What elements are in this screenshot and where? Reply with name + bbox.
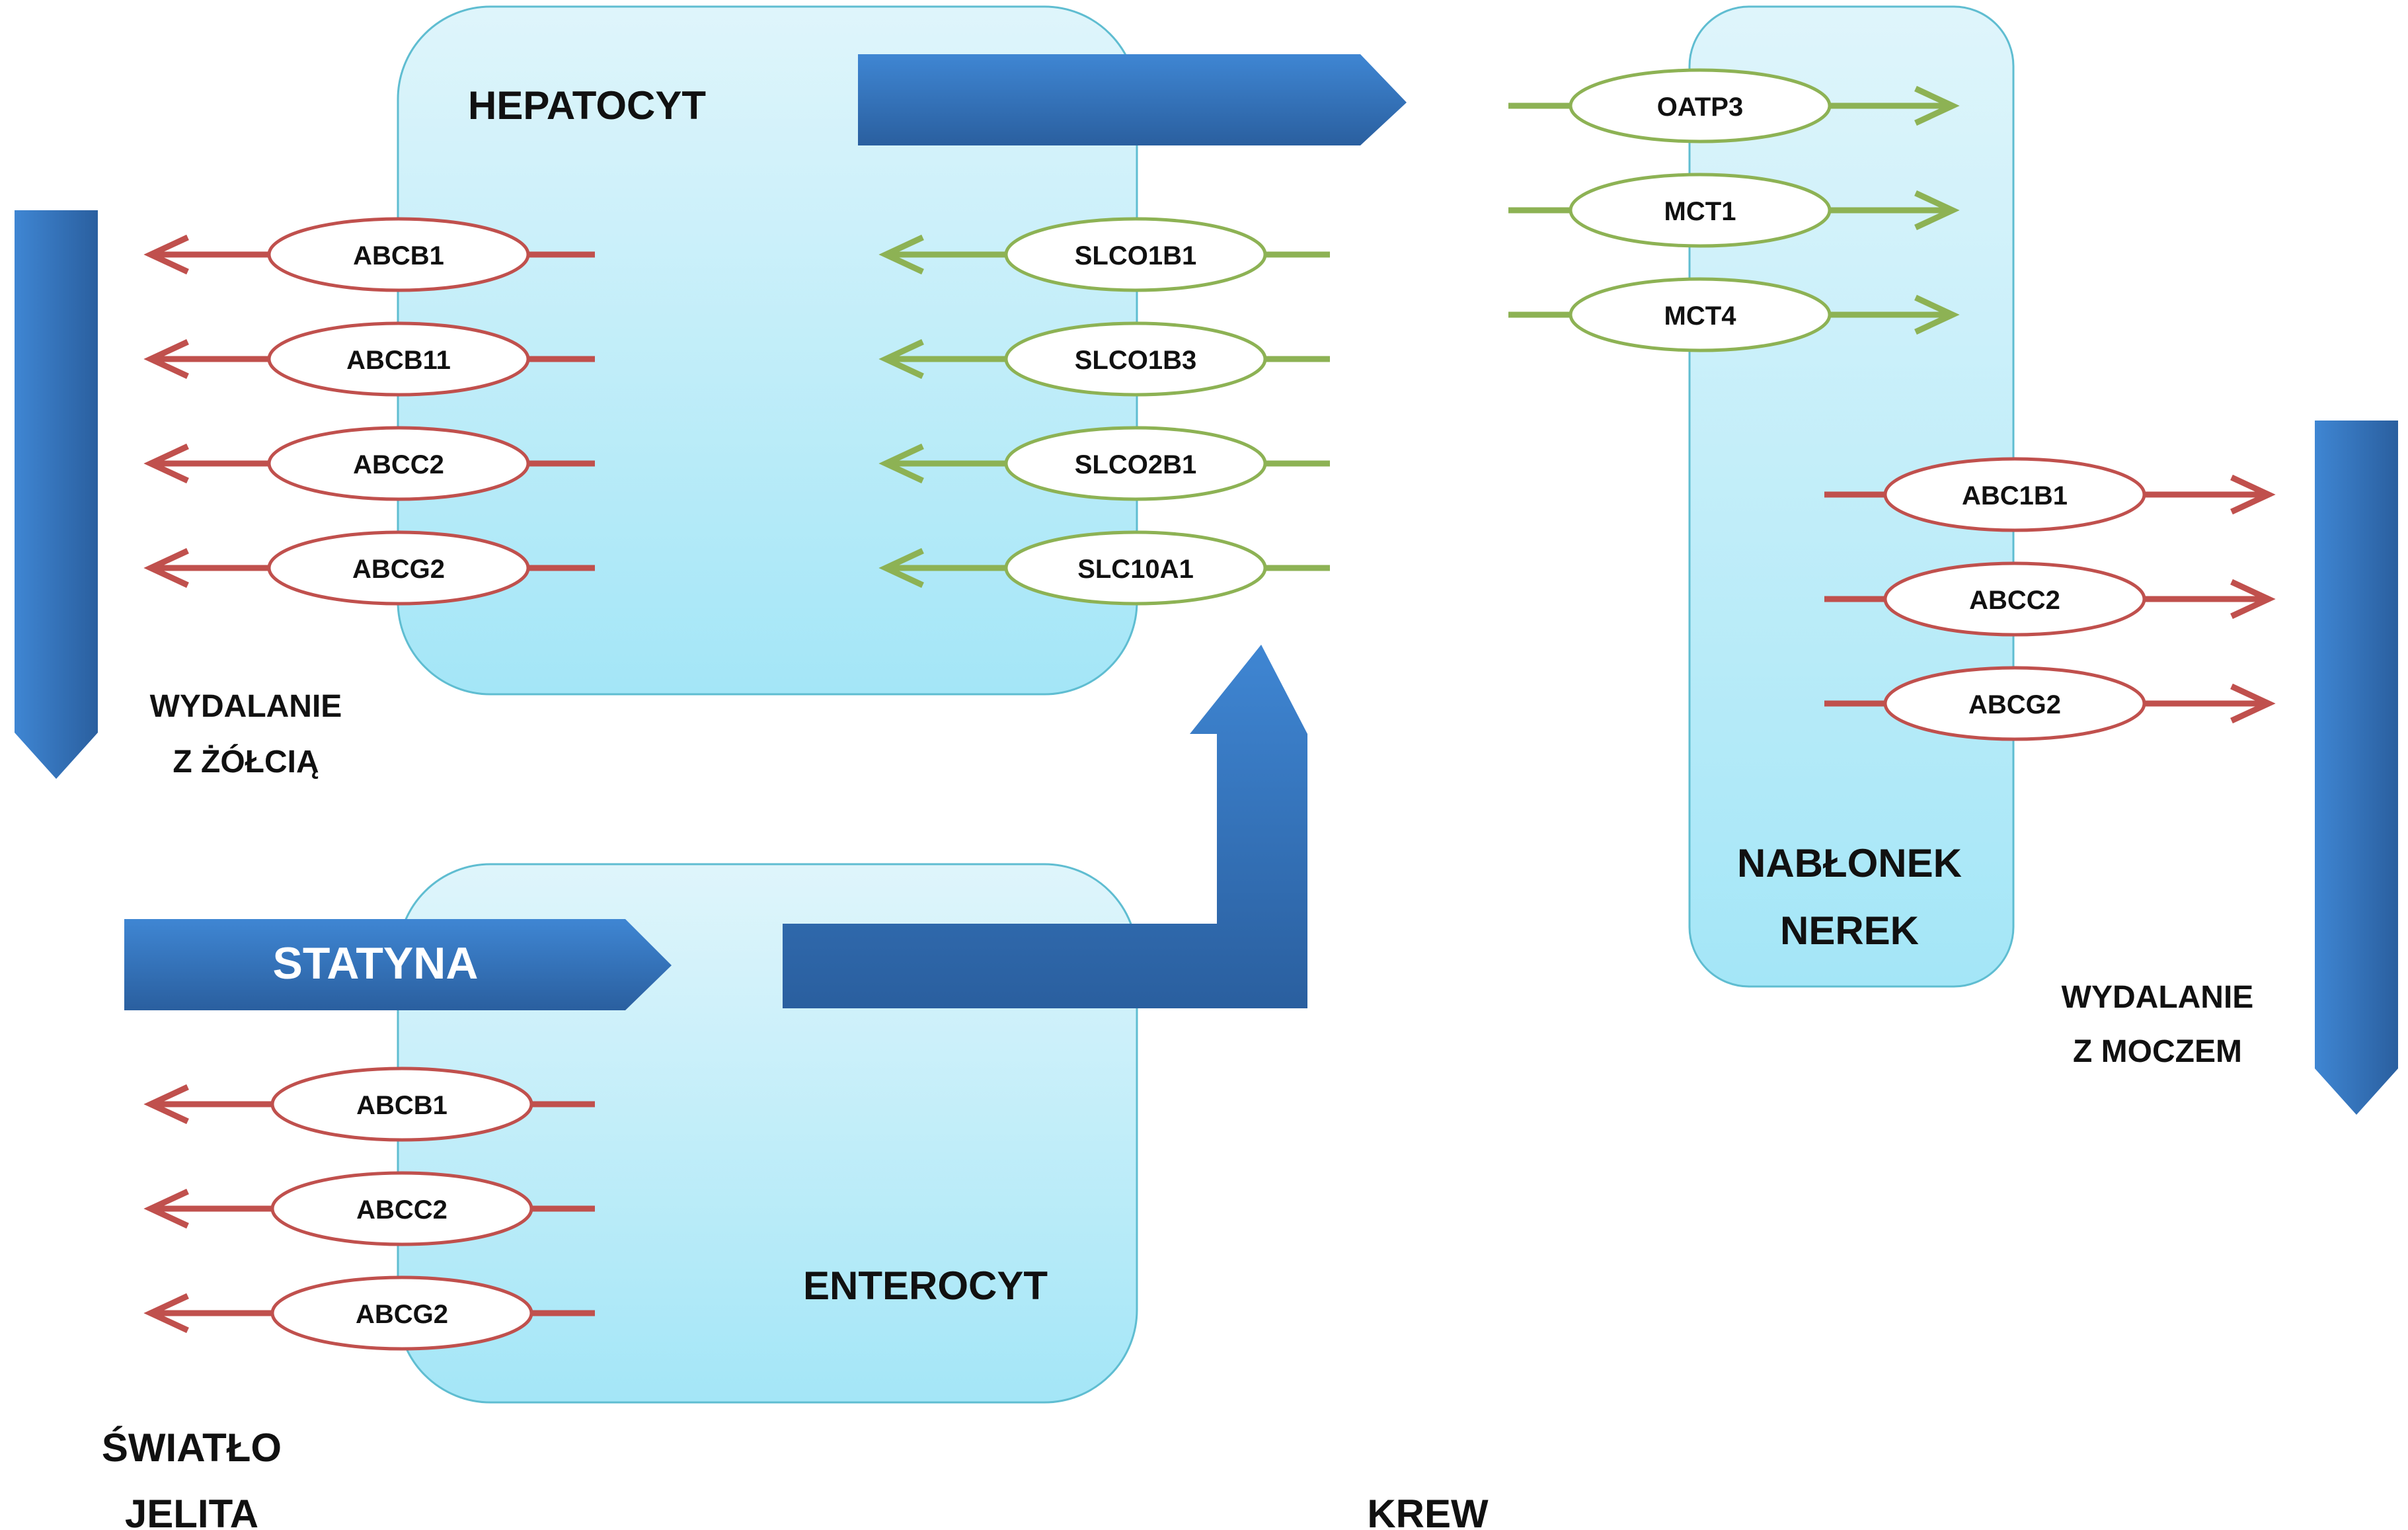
transporter-label: SLCO1B1 — [1075, 241, 1197, 270]
transport-arrow-head — [143, 1293, 189, 1334]
transporter-abcc2: ABCC2 — [143, 426, 595, 501]
transporter-label: ABCG2 — [1968, 690, 2061, 719]
transporter-label: ABCG2 — [356, 1300, 448, 1329]
hepatocyte-label: HEPATOCYT — [468, 83, 706, 128]
transport-arrow-head — [2230, 579, 2276, 620]
transporter-label: MCT4 — [1664, 302, 1737, 331]
transport-arrow-head — [878, 339, 924, 380]
transporter-label: ABC1B1 — [1962, 481, 2068, 510]
transport-arrow-head — [2230, 683, 2276, 724]
urinary-excretion-line1: WYDALANIE — [2062, 980, 2254, 1015]
transporter-label: ABCG2 — [352, 555, 445, 584]
transporter-ellipse — [1569, 173, 1832, 248]
transport-arrow-head — [878, 547, 924, 588]
enterocyte-to-liver-arrow — [783, 645, 1307, 1008]
urinary-excretion-line2: Z MOCZEM — [2073, 1034, 2242, 1069]
transporter-ellipse — [1883, 457, 2146, 532]
transporter-ellipse — [1004, 321, 1267, 397]
transporter-ellipse — [267, 530, 530, 606]
kidney-label-line2: NEREK — [1780, 908, 1919, 953]
transporter-ellipse — [1004, 426, 1267, 501]
transporter-abcg2: ABCG2 — [1824, 666, 2276, 741]
transporter-label: MCT1 — [1664, 197, 1736, 226]
hepatocyte-to-blood-arrow — [858, 54, 1407, 145]
transporter-ellipse — [1569, 277, 1832, 352]
transporter-label: SLCO2B1 — [1075, 450, 1197, 479]
transporter-ellipse — [1569, 68, 1832, 143]
transport-arrow-head — [1914, 190, 1960, 231]
transporter-label: ABCB1 — [356, 1091, 447, 1120]
transporter-abcb1: ABCB1 — [143, 217, 595, 292]
statin-input-arrow — [124, 919, 672, 1010]
transporter-ellipse — [267, 426, 530, 501]
transport-arrow-head — [143, 1188, 189, 1229]
transporter-abcg2: ABCG2 — [143, 1275, 595, 1351]
transporter-slco1b1: SLCO1B1 — [878, 217, 1330, 292]
transporter-abcg2: ABCG2 — [143, 530, 595, 606]
transporter-abcb11: ABCB11 — [143, 321, 595, 397]
transporter-label: ABCC2 — [353, 450, 444, 479]
transporter-ellipse — [1883, 666, 2146, 741]
transporter-ellipse — [267, 321, 530, 397]
transporter-label: OATP3 — [1657, 93, 1743, 122]
biliary-excretion-line2: Z ŻÓŁCIĄ — [173, 743, 319, 780]
intestinal-lumen-line2: JELITA — [125, 1492, 258, 1530]
transport-arrow-head — [143, 339, 189, 380]
transport-arrow-head — [143, 234, 189, 275]
transport-arrow-head — [1914, 294, 1960, 335]
transporter-slco1b3: SLCO1B3 — [878, 321, 1330, 397]
transporter-mct4: MCT4 — [1508, 277, 1960, 352]
transporter-label: ABCB1 — [353, 241, 444, 270]
transporter-ellipse — [1883, 561, 2146, 637]
transport-arrow-head — [143, 547, 189, 588]
enterocyte-label: ENTEROCYT — [803, 1264, 1048, 1308]
transporter-ellipse — [270, 1171, 533, 1246]
transport-arrow-head — [878, 234, 924, 275]
transporter-label: ABCC2 — [1969, 586, 2060, 615]
transporter-slc10a1: SLC10A1 — [878, 530, 1330, 606]
transporter-abcb1: ABCB1 — [143, 1067, 595, 1142]
transporter-slco2b1: SLCO2B1 — [878, 426, 1330, 501]
transport-arrow-head — [2230, 474, 2276, 515]
transporter-label: SLC10A1 — [1077, 555, 1194, 584]
blood-label: KREW — [1367, 1492, 1489, 1530]
transporter-oatp3: OATP3 — [1508, 68, 1960, 143]
transport-arrow-head — [1914, 85, 1960, 126]
kidney-label-line1: NABŁONEK — [1737, 841, 1962, 885]
transporter-mct1: MCT1 — [1508, 173, 1960, 248]
transporter-ellipse — [267, 217, 530, 292]
intestinal-lumen-line1: ŚWIATŁO — [102, 1426, 282, 1470]
transporter-label: SLCO1B3 — [1075, 346, 1197, 375]
transport-arrow-head — [143, 1084, 189, 1125]
transport-arrow-head — [878, 443, 924, 484]
statin-label: STATYNA — [272, 938, 478, 988]
transporter-ellipse — [270, 1275, 533, 1351]
urinary-excretion-arrow — [2315, 421, 2398, 1115]
biliary-excretion-arrow — [15, 210, 98, 779]
biliary-excretion-line1: WYDALANIE — [150, 689, 342, 724]
transporter-label: ABCB11 — [346, 346, 451, 375]
transport-arrow-head — [143, 443, 189, 484]
transporter-abc1b1: ABC1B1 — [1824, 457, 2276, 532]
transporter-abcc2: ABCC2 — [1824, 561, 2276, 637]
transporter-abcc2: ABCC2 — [143, 1171, 595, 1246]
transporter-ellipse — [270, 1067, 533, 1142]
transporter-ellipse — [1004, 217, 1267, 292]
transporter-label: ABCC2 — [356, 1195, 447, 1225]
transporter-ellipse — [1004, 530, 1267, 606]
